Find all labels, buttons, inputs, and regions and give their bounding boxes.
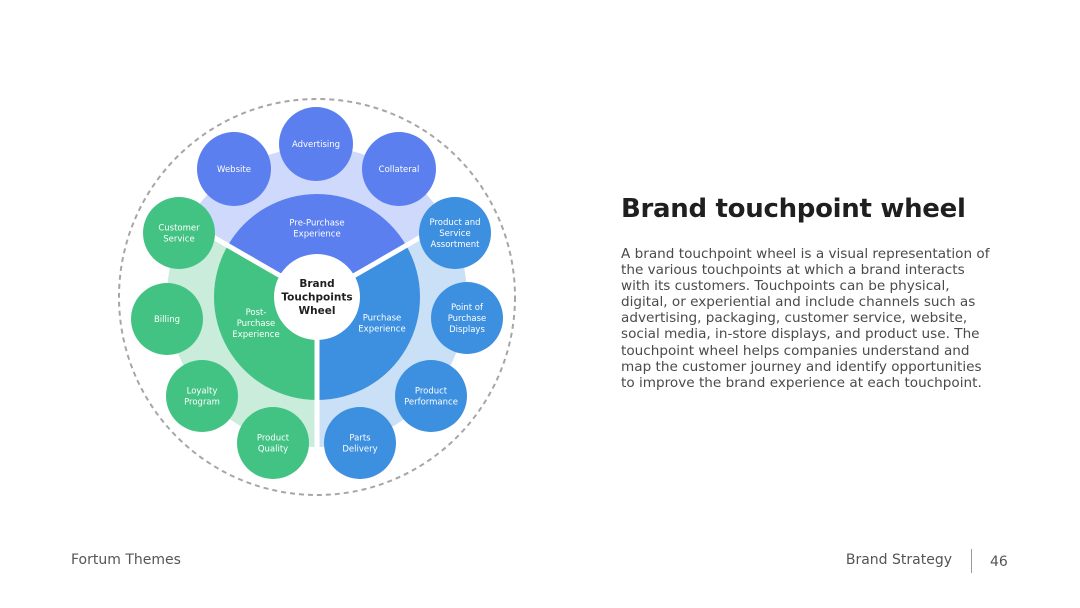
touchpoint-label: Advertising bbox=[292, 140, 340, 150]
touchpoint-label: Website bbox=[217, 165, 251, 175]
touchpoint-circle bbox=[362, 132, 436, 206]
touchpoint-circle bbox=[131, 283, 203, 355]
touchpoint-label: Collateral bbox=[379, 165, 420, 175]
touchpoint-node: Advertising bbox=[279, 107, 353, 181]
touchpoint-circle bbox=[166, 360, 238, 432]
touchpoint-circle bbox=[431, 282, 503, 354]
touchpoint-circle bbox=[143, 197, 215, 269]
footer-brand: Fortum Themes bbox=[71, 552, 181, 568]
footer-section-title: Brand Strategy bbox=[845, 552, 952, 568]
footer-divider bbox=[971, 549, 972, 573]
touchpoint-circle bbox=[324, 407, 396, 479]
touchpoint-circle bbox=[197, 132, 271, 206]
touchpoint-node: Billing bbox=[131, 283, 203, 355]
slide-description: A brand touchpoint wheel is a visual rep… bbox=[621, 246, 990, 391]
touchpoint-label: Billing bbox=[154, 315, 180, 325]
outer-dashed-ring bbox=[118, 98, 516, 496]
pre-purchase-sector bbox=[227, 194, 407, 297]
touchpoint-node: Collateral bbox=[362, 132, 436, 206]
touchpoint-circle bbox=[395, 360, 467, 432]
touchpoint-circle bbox=[237, 407, 309, 479]
center-hub bbox=[274, 254, 360, 340]
touchpoint-circle bbox=[279, 107, 353, 181]
touchpoint-node: Website bbox=[197, 132, 271, 206]
touchpoint-circle bbox=[419, 197, 491, 269]
page-number: 46 bbox=[990, 554, 1008, 570]
slide-title: Brand touchpoint wheel bbox=[621, 194, 966, 224]
